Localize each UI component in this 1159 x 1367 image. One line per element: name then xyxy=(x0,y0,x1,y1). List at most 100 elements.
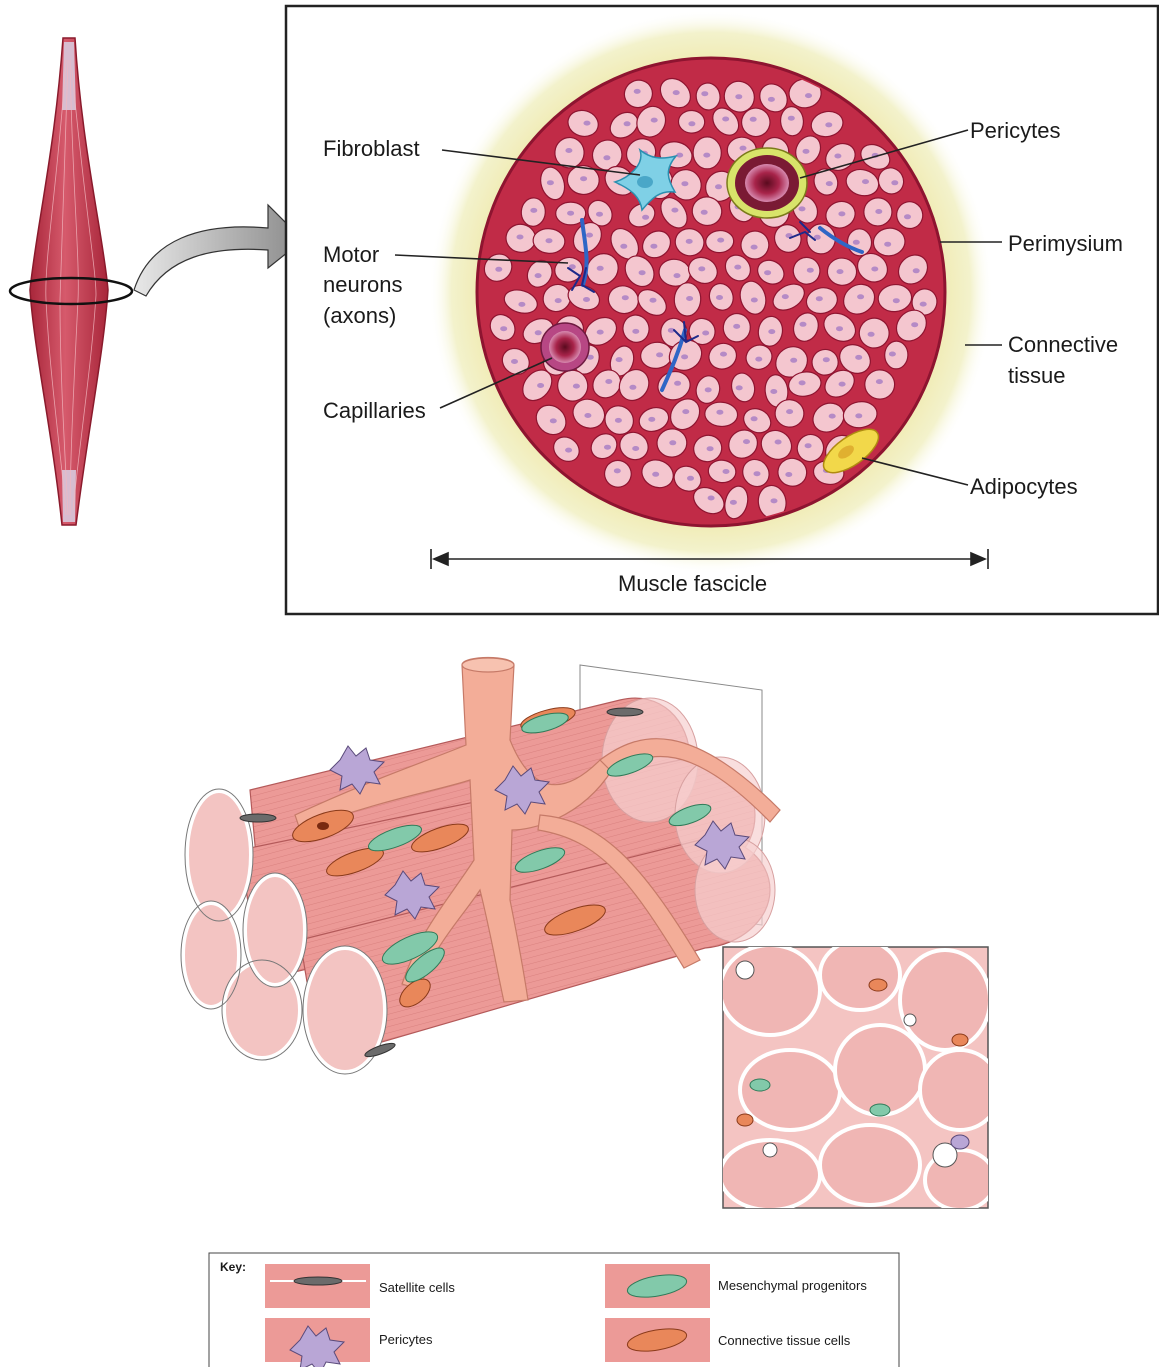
fiber-nucleus xyxy=(790,358,797,363)
fiber-nucleus xyxy=(829,414,836,419)
fiber-nucleus xyxy=(920,302,927,307)
fiber-nucleus xyxy=(535,330,542,335)
fiber-nucleus xyxy=(723,469,730,474)
fiber-nucleus xyxy=(875,209,882,214)
fiber-nucleus xyxy=(788,116,795,121)
fiber-nucleus xyxy=(708,496,715,501)
fiber-nucleus xyxy=(546,238,553,243)
fiber-nucleus xyxy=(615,418,622,423)
fiber-nucleus xyxy=(734,265,741,270)
fiber-nucleus xyxy=(537,383,544,388)
fiber-nucleus xyxy=(669,440,676,445)
fiber-nucleus xyxy=(911,322,918,327)
fiber-nucleus xyxy=(702,331,709,336)
fiber-nucleus xyxy=(893,298,900,303)
key-swatch-satellite xyxy=(265,1264,370,1308)
fiber-nucleus xyxy=(853,240,860,245)
fiber-nucleus xyxy=(629,385,636,390)
fiber-nucleus xyxy=(517,235,524,240)
muscle-fiber xyxy=(884,341,908,370)
label-connective-line2: tissue xyxy=(1008,363,1065,388)
fiber-nucleus xyxy=(614,468,621,473)
fiber-nucleus xyxy=(799,380,806,385)
fiber-nucleus xyxy=(862,179,869,184)
fiber-nucleus xyxy=(735,94,742,99)
fiber-nucleus xyxy=(717,238,724,243)
fiber-nucleus xyxy=(836,326,843,331)
fiber-nucleus xyxy=(586,233,593,238)
fiber-nucleus xyxy=(750,117,757,122)
fiber-nucleus xyxy=(805,443,812,448)
fiber-nucleus xyxy=(904,214,911,219)
fiber-nucleus xyxy=(730,500,737,505)
fiber-nucleus xyxy=(834,154,841,159)
fiber-nucleus xyxy=(616,357,623,362)
fiber-nucleus xyxy=(673,90,680,95)
fiber-nucleus xyxy=(681,181,688,186)
label-motor-line3: (axons) xyxy=(323,303,396,328)
fiber-nucleus xyxy=(580,176,587,181)
fiber-nucleus xyxy=(764,270,771,275)
fiber-nucleus xyxy=(573,384,580,389)
label-capillaries: Capillaries xyxy=(323,398,426,423)
label-connective-line1: Connective xyxy=(1008,332,1118,357)
fiber-nucleus xyxy=(803,149,810,154)
fiber-nucleus xyxy=(511,359,518,364)
fiber-nucleus xyxy=(530,208,537,213)
fiber-nucleus xyxy=(605,379,612,384)
fiber-nucleus xyxy=(785,472,792,477)
fiber-nucleus xyxy=(876,379,883,384)
fiber-nucleus xyxy=(807,268,814,273)
fiber-nucleus xyxy=(687,476,694,481)
fiber-nucleus xyxy=(671,208,678,213)
fiber-nucleus xyxy=(603,155,610,160)
fiber-nucleus xyxy=(624,121,631,126)
fiber-nucleus xyxy=(743,439,750,444)
fiber-nucleus xyxy=(768,329,775,334)
fiber-nucleus xyxy=(686,239,693,244)
key-label-pericytes: Pericytes xyxy=(379,1332,433,1347)
fiber-nucleus xyxy=(786,409,793,414)
label-muscle-fascicle: Muscle fascicle xyxy=(618,571,767,596)
fiber-nucleus xyxy=(855,355,862,360)
key-label-mesenchymal: Mesenchymal progenitors xyxy=(718,1278,867,1293)
fiber-nucleus xyxy=(565,448,572,453)
fiber-nucleus xyxy=(720,352,727,357)
satellite-cell-icon xyxy=(294,1277,342,1285)
fiber-nucleus xyxy=(688,121,695,126)
fiber-nucleus xyxy=(775,440,782,445)
fiber-nucleus xyxy=(518,302,525,307)
label-fibroblast: Fibroblast xyxy=(323,136,420,161)
fiber-nucleus xyxy=(770,389,777,394)
key-label-satellite: Satellite cells xyxy=(379,1280,455,1295)
fiber-nucleus xyxy=(674,273,681,278)
fiber-nucleus xyxy=(889,352,896,357)
fiber-nucleus xyxy=(823,357,830,362)
fiber-nucleus xyxy=(639,270,646,275)
fiber-nucleus xyxy=(701,210,708,215)
fiber-nucleus xyxy=(782,294,789,299)
fiber-nucleus xyxy=(500,326,507,331)
label-adipocytes: Adipocytes xyxy=(970,474,1078,499)
fiber-nucleus xyxy=(650,298,657,303)
fiber-nucleus xyxy=(838,211,845,216)
fiber-nucleus xyxy=(535,273,542,278)
fiber-nucleus xyxy=(800,322,807,327)
key-title: Key: xyxy=(220,1260,246,1274)
fiber-nucleus xyxy=(550,418,557,423)
fiber-nucleus xyxy=(622,295,629,300)
label-pericytes: Pericytes xyxy=(970,118,1060,143)
fiber-nucleus xyxy=(736,385,743,390)
fiber-nucleus xyxy=(755,357,762,362)
fiber-nucleus xyxy=(651,118,658,123)
fiber-nucleus xyxy=(799,206,806,211)
fiber-nucleus xyxy=(715,184,722,189)
legend-key: Key: Satellite cells Pericytes Mesenchym… xyxy=(209,1253,899,1367)
fiber-nucleus xyxy=(567,211,574,216)
zoom-arrow xyxy=(134,205,303,296)
fiber-nucleus xyxy=(891,180,898,185)
fiber-nucleus xyxy=(740,146,747,151)
fiber-nucleus xyxy=(682,409,689,414)
fiber-nucleus xyxy=(632,446,639,451)
